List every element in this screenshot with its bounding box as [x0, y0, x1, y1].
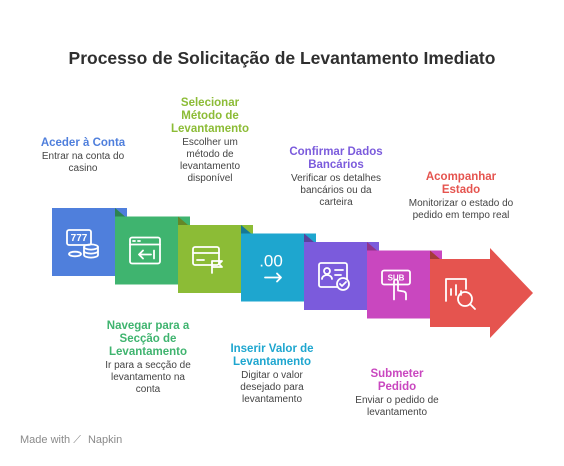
step-4-desc: Digitar o valor desejado para levantamen… — [240, 370, 304, 405]
browser-window-arrow-icon — [129, 236, 161, 265]
made-with-text: Made with — [20, 434, 71, 446]
brand-name: Napkin — [87, 434, 123, 446]
step-1-label: Aceder à Conta Entrar na conta do casino — [28, 137, 138, 175]
step-3-title: Selecionar Método de Levantamento — [171, 97, 249, 135]
submit-button-hand-icon: SUB — [381, 269, 411, 301]
step-7-arrowhead — [430, 248, 533, 338]
step-6-label: Submeter Pedido Enviar o pedido de levan… — [345, 368, 449, 419]
step-7-label: Acompanhar Estado Monitorizar o estado d… — [408, 171, 514, 222]
step-5-label: Confirmar Dados Bancários Verificar os d… — [280, 146, 392, 209]
svg-text:.00: .00 — [259, 252, 283, 271]
step-3-segment — [178, 225, 253, 293]
step-7-desc: Monitorizar o estado do pedido em tempo … — [408, 198, 514, 221]
step-1-title: Aceder à Conta — [40, 137, 126, 149]
step-4-label: Inserir Valor de Levantamento Digitar o … — [218, 343, 326, 406]
step-3-desc: Escolher um método de levantamento dispo… — [179, 137, 241, 184]
decimal-arrow-icon: .00 — [259, 252, 283, 283]
step-2-desc: Ir para a secção de levantamento na cont… — [105, 360, 191, 395]
step-2-segment — [115, 216, 190, 285]
svg-text:777: 777 — [71, 233, 88, 244]
step-4-segment — [241, 233, 316, 302]
svg-text:SUB: SUB — [388, 274, 405, 283]
card-flag-icon — [192, 246, 223, 274]
step-5-fold — [304, 233, 314, 242]
step-6-fold — [367, 242, 377, 251]
step-7-fold — [430, 250, 440, 259]
step-7-title: Acompanhar Estado — [425, 171, 497, 196]
step-5-desc: Verificar os detalhes bancários ou da ca… — [290, 173, 382, 208]
step-4-title: Inserir Valor de Levantamento — [230, 343, 314, 368]
step-1-desc: Entrar na conta do casino — [41, 151, 125, 174]
step-2-fold — [115, 208, 125, 217]
footer-attribution: Made with ⟋ Napkin — [20, 434, 122, 447]
step-3-label: Selecionar Método de Levantamento Escolh… — [158, 97, 262, 185]
id-card-check-icon — [318, 262, 350, 291]
step-4-fold — [241, 225, 251, 234]
chart-magnifier-icon — [445, 278, 476, 310]
step-6-title: Submeter Pedido — [370, 368, 424, 393]
page-title: Processo de Solicitação de Levantamento … — [68, 48, 496, 68]
step-1-segment — [52, 208, 127, 276]
step-6-desc: Enviar o pedido de levantamento — [355, 395, 439, 418]
step-2-label: Navegar para a Secção de Levantamento Ir… — [92, 320, 204, 396]
napkin-logo-icon: ⟋ — [73, 434, 81, 446]
slot-machine-coins-icon: 777 — [66, 229, 99, 259]
step-5-segment — [304, 242, 379, 310]
step-2-title: Navegar para a Secção de Levantamento — [106, 320, 190, 358]
step-5-title: Confirmar Dados Bancários — [289, 146, 383, 171]
step-3-fold — [178, 216, 188, 225]
